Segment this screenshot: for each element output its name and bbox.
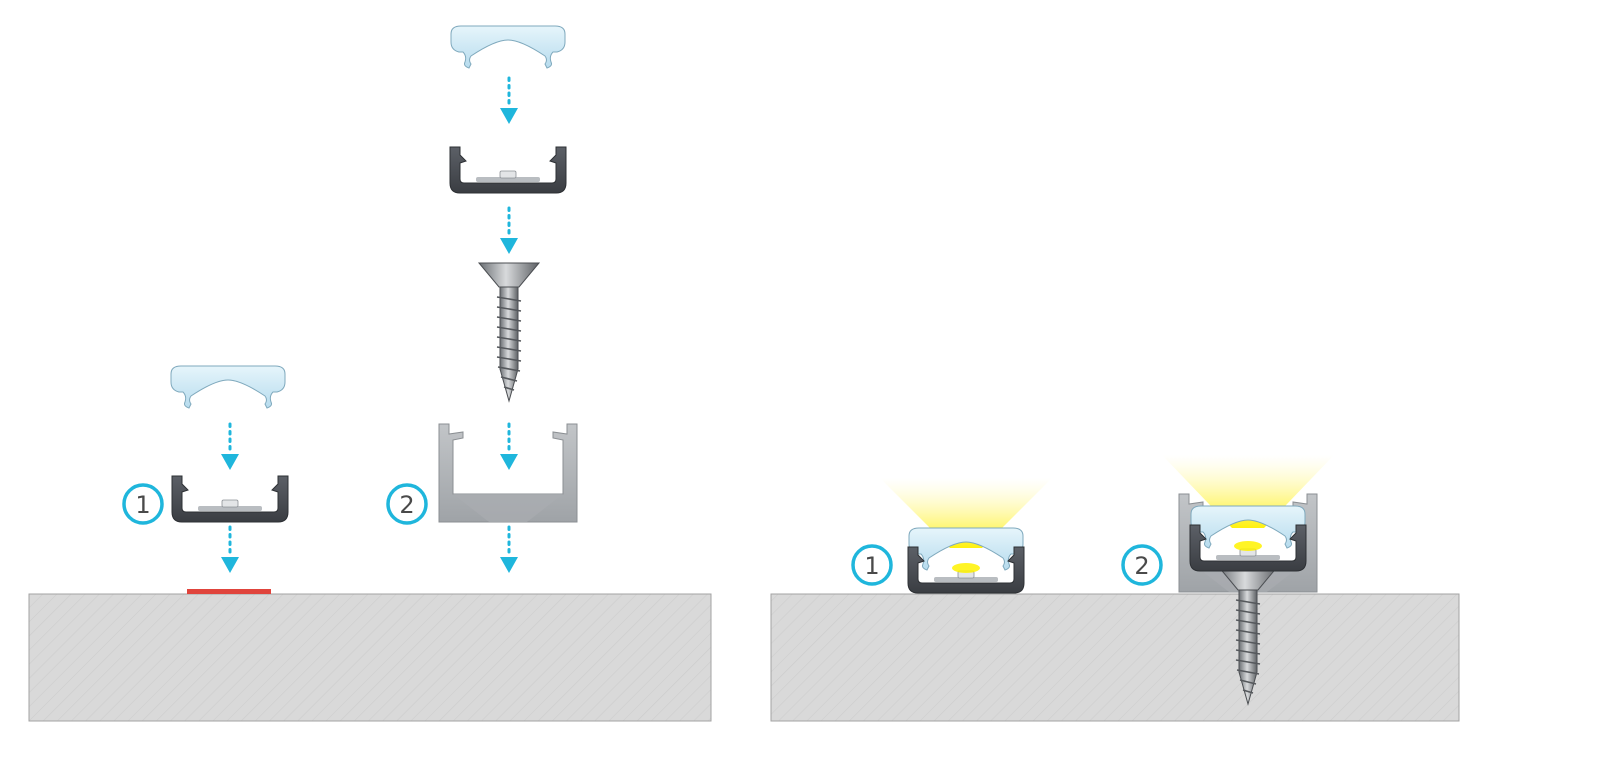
countersunk-screw-icon [478,262,540,402]
installed-1: 1 [851,478,1052,594]
mounting-surface-right [770,593,1460,722]
dotted-arrow-down-icon [498,422,520,472]
step-number: 1 [864,552,879,580]
step-badge-2-left: 2 [386,483,428,525]
step-badge-1-left: 1 [122,483,164,525]
diffuser-cover-icon [170,365,286,409]
led-profile-icon [449,146,567,194]
step-1-exploded: 1 [122,365,289,594]
step-number: 2 [1134,552,1149,580]
right-installed-panel: 1 2 [770,455,1460,722]
light-beam-icon [880,478,1052,548]
step-number: 2 [399,491,414,519]
dotted-arrow-down-icon [498,206,520,256]
led-profile-icon [171,475,289,523]
mounting-surface-left [28,593,712,722]
light-beam-icon [1162,455,1334,528]
diffuser-cover-icon [450,25,566,69]
left-assembly-panel: 1 2 [28,25,712,722]
adhesive-tape-icon [187,589,271,594]
dotted-arrow-down-icon [219,525,241,575]
step-2-exploded: 2 [386,25,578,575]
step-number: 1 [135,491,150,519]
step-badge-1-right: 1 [851,544,893,586]
dotted-arrow-down-icon [498,76,520,126]
dotted-arrow-down-icon [219,422,241,472]
installed-2: 2 [1121,455,1334,705]
dotted-arrow-down-icon [498,525,520,575]
step-badge-2-right: 2 [1121,544,1163,586]
